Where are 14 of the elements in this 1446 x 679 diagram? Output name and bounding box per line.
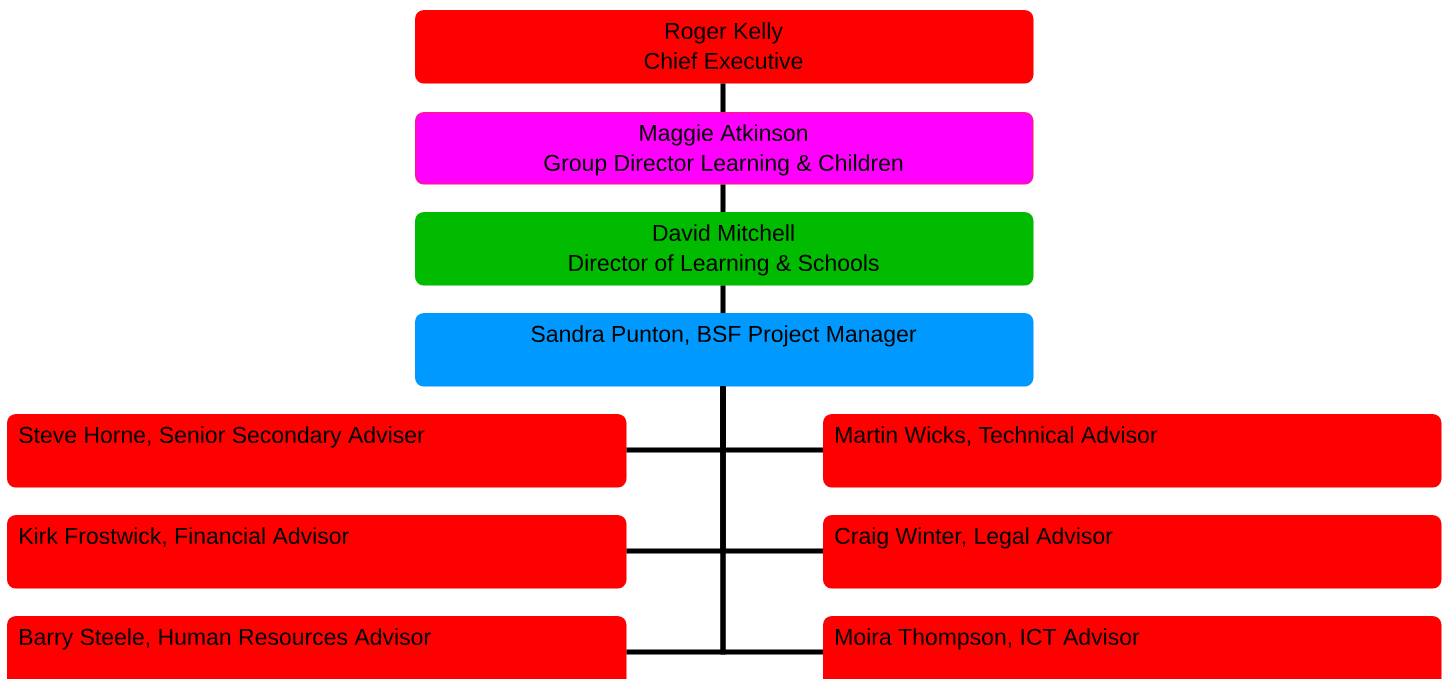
org-box: David Mitchell Director of Learning & Schools	[415, 212, 1034, 286]
org-box: Moira Thompson, ICT Advisor	[823, 616, 1442, 679]
org-box: Roger Kelly Chief Executive	[415, 10, 1034, 84]
org-box: Steve Horne, Senior Secondary Adviser	[7, 414, 627, 488]
org-box: Sandra Punton, BSF Project Manager	[415, 313, 1034, 387]
org-box: Barry Steele, Human Resources Advisor	[7, 616, 627, 679]
connector-line	[720, 83, 726, 112]
org-box: Maggie Atkinson Group Director Learning & Children	[415, 112, 1034, 185]
connector-line	[720, 386, 823, 655]
org-box: Martin Wicks, Technical Advisor	[823, 414, 1442, 488]
connector-line	[720, 285, 726, 313]
org-box: Craig Winter, Legal Advisor	[823, 515, 1442, 589]
connector-line	[720, 184, 726, 212]
org-box: Kirk Frostwick, Financial Advisor	[7, 515, 627, 589]
